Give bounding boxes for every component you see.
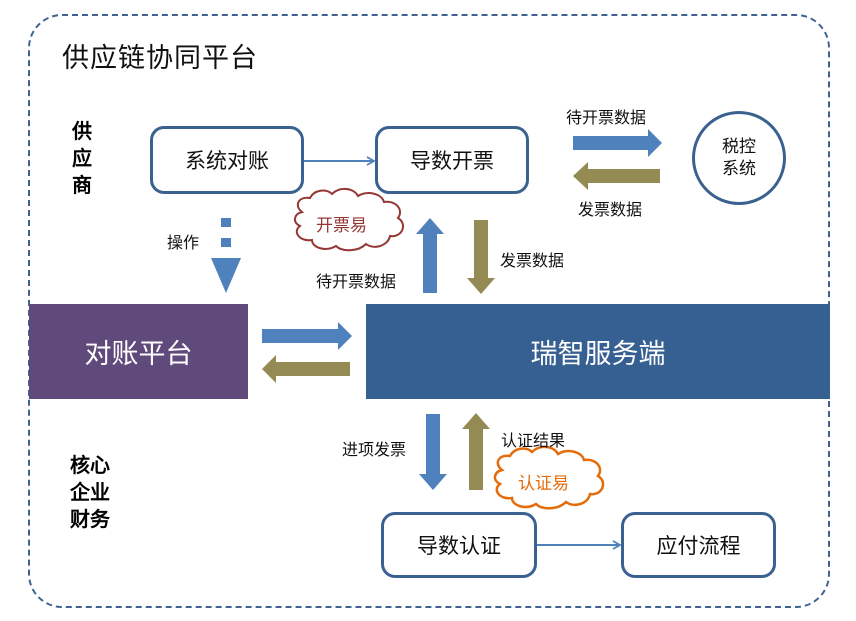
label-input-invoice: 进项发票 bbox=[342, 440, 407, 459]
node-import-invoice-label: 导数开票 bbox=[410, 149, 494, 173]
node-tax-control-label: 税控 系统 bbox=[722, 137, 756, 179]
node-import-certify-label: 导数认证 bbox=[417, 534, 501, 558]
node-reconcile-platform[interactable]: 对账平台 bbox=[29, 304, 248, 399]
node-tax-control-system[interactable]: 税控 系统 bbox=[692, 111, 786, 205]
section-label-core-finance: 核心 企业 财务 bbox=[70, 453, 110, 531]
arrow-tax-to-invoice bbox=[573, 162, 660, 190]
cloud-certify-easy: 认证易 bbox=[518, 474, 569, 494]
cloud-invoice-easy: 开票易 bbox=[316, 216, 367, 236]
operation-arrow-head bbox=[211, 258, 241, 293]
label-invoice-data-down: 发票数据 bbox=[500, 251, 565, 270]
node-system-reconcile[interactable]: 系统对账 bbox=[150, 126, 304, 194]
node-ruizhi-server-label: 瑞智服务端 bbox=[530, 339, 666, 370]
arrow-invoice-to-server-down bbox=[467, 220, 495, 294]
label-pending-invoice-to-tax: 待开票数据 bbox=[566, 108, 647, 127]
node-payable-process[interactable]: 应付流程 bbox=[621, 512, 776, 578]
arrow-reconcile-to-server bbox=[262, 322, 352, 350]
section-label-supplier: 供 应 商 bbox=[72, 119, 92, 197]
operation-dash-2 bbox=[221, 238, 231, 247]
arrow-server-to-reconcile bbox=[262, 355, 350, 383]
cloud-invoice-easy-shape bbox=[294, 188, 405, 252]
arrow-server-to-certify-down bbox=[419, 414, 447, 490]
diagram-title: 供应链协同平台 bbox=[62, 43, 258, 74]
arrow-certify-to-server-up bbox=[462, 413, 490, 490]
node-payable-process-label: 应付流程 bbox=[656, 534, 741, 558]
operation-dash-1 bbox=[221, 218, 231, 227]
arrow-invoice-to-tax bbox=[573, 129, 662, 157]
node-system-reconcile-label: 系统对账 bbox=[185, 149, 269, 173]
node-reconcile-platform-label: 对账平台 bbox=[84, 339, 193, 370]
node-import-certify[interactable]: 导数认证 bbox=[381, 512, 537, 578]
node-import-invoice[interactable]: 导数开票 bbox=[375, 126, 529, 194]
arrow-server-to-invoice-up bbox=[416, 218, 444, 293]
node-ruizhi-server[interactable]: 瑞智服务端 bbox=[366, 304, 830, 399]
label-pending-invoice-up: 待开票数据 bbox=[316, 272, 397, 291]
label-operation: 操作 bbox=[167, 233, 200, 252]
label-invoice-data-from-tax: 发票数据 bbox=[578, 200, 643, 219]
label-certify-result: 认证结果 bbox=[501, 431, 566, 450]
cloud-certify-easy-shape bbox=[493, 445, 605, 510]
